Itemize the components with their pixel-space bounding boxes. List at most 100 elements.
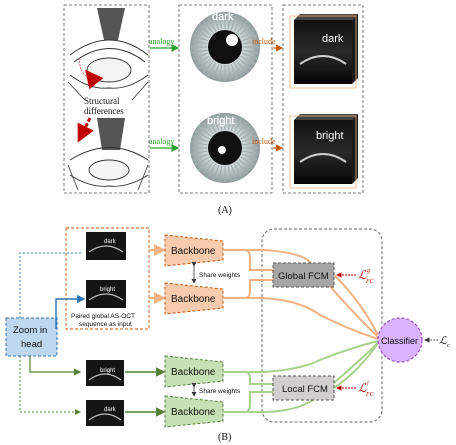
iris-ray xyxy=(241,153,258,161)
iris-ray xyxy=(195,29,210,39)
iris-ray xyxy=(198,24,212,36)
iris-ray xyxy=(207,17,217,32)
loss-c-main: ℒ xyxy=(439,335,448,347)
iris-ray xyxy=(207,62,217,77)
backbone-3-label: Backbone xyxy=(171,367,216,378)
thumb-dark: dark xyxy=(86,232,126,260)
iris-ray xyxy=(240,55,255,65)
thumb-dark-label: dark xyxy=(104,239,117,245)
iris-ray xyxy=(202,20,214,34)
iris-ray xyxy=(241,135,258,143)
oct-dark-label: dark xyxy=(322,33,344,45)
iris-ray xyxy=(240,29,255,39)
analogy-label-bottom: analogy xyxy=(149,137,174,146)
iris-ray xyxy=(227,165,232,182)
iris-ray xyxy=(191,40,208,45)
iris-ray xyxy=(238,24,252,36)
iris-ray xyxy=(202,60,214,74)
iris-ray xyxy=(236,20,248,34)
panel-b: dark bright Paired global AS-OCT sequenc… xyxy=(5,227,450,443)
classifier: Classifier xyxy=(377,317,423,363)
input-caption-2: sequence as input xyxy=(79,321,132,328)
iris-ray xyxy=(195,156,210,166)
include-label-top: include xyxy=(252,37,276,46)
loss-global-main: ℒ xyxy=(358,268,367,282)
iris-ray xyxy=(191,150,208,155)
blue-solid-connector xyxy=(55,294,86,329)
iris-ray xyxy=(238,58,252,70)
iris-ray xyxy=(233,163,243,178)
oct-volume-dark: dark xyxy=(289,14,358,89)
local-thumb-bright: bright xyxy=(86,360,124,386)
global-fcm-label: Global FCM xyxy=(278,271,329,282)
structural-arrow-red xyxy=(85,69,104,90)
iris-ray xyxy=(233,118,243,133)
iris-ray xyxy=(218,165,223,182)
iris-ray xyxy=(227,114,232,131)
iris-ray xyxy=(212,63,220,80)
iris-ray xyxy=(212,14,220,31)
iris-ray xyxy=(192,135,209,143)
loss-global-sub: FC xyxy=(365,279,375,285)
iris-ray xyxy=(241,34,258,42)
iris-ray xyxy=(241,52,258,60)
fcm-region xyxy=(261,228,383,423)
iris-ray xyxy=(240,156,255,166)
local-bright-label: bright xyxy=(100,368,115,374)
iris-ray xyxy=(192,52,209,60)
iris-ray xyxy=(212,164,220,181)
iris-ray xyxy=(202,121,214,135)
backbone-2-label: Backbone xyxy=(171,294,216,305)
zoom-in-head-box xyxy=(5,317,58,357)
iris-ray xyxy=(238,125,252,137)
iris-ray xyxy=(195,55,210,65)
input-caption-1: Paired global AS-OCT xyxy=(71,313,135,320)
anatomy-bottom-sketch xyxy=(67,118,149,191)
loss-c: ℒ c xyxy=(439,335,450,349)
iris-ray xyxy=(242,150,259,155)
iris-ray xyxy=(236,60,248,74)
iris-ray xyxy=(218,114,223,131)
iris-ray xyxy=(236,121,248,135)
local-thumb-dark: dark xyxy=(86,400,124,426)
loss-local-main: ℒ xyxy=(358,381,367,395)
iris-ray xyxy=(236,161,248,175)
thumb-bright: bright xyxy=(86,280,126,308)
iris-ray xyxy=(227,13,232,30)
iris-ray xyxy=(242,141,259,146)
eye-bright: bright xyxy=(190,113,260,183)
oct-bright-label: bright xyxy=(316,130,344,142)
iris-ray xyxy=(202,161,214,175)
iris-ray xyxy=(207,118,217,133)
oct-volume-bright: bright xyxy=(289,114,358,189)
structural-label-1: Structural xyxy=(84,96,120,106)
global-fcm: Global FCM xyxy=(272,262,335,288)
iris-ray xyxy=(230,14,238,31)
iris-ray xyxy=(242,40,259,45)
analogy-label-top: analogy xyxy=(149,37,174,46)
iris-ray xyxy=(233,17,243,32)
backbone-1-label: Backbone xyxy=(171,246,216,257)
loss-global: ℒ g FC xyxy=(358,268,375,285)
orange-flows xyxy=(223,249,379,340)
iris-ray xyxy=(195,130,210,140)
iris-ray xyxy=(230,63,238,80)
loss-local: ℒ l FC xyxy=(358,381,375,398)
share-weights-bottom: Share weights xyxy=(199,388,241,395)
structural-arrow-red-dashed xyxy=(77,117,94,143)
blue-dotted-connector-top xyxy=(19,252,82,318)
include-label-bottom: include xyxy=(252,137,276,146)
share-weights-top: Share weights xyxy=(199,272,241,279)
iris-ray xyxy=(192,34,209,42)
backbone-4-label: Backbone xyxy=(171,407,216,418)
iris-ray xyxy=(233,62,243,77)
iris-ray xyxy=(242,49,259,54)
backbone-3: Backbone xyxy=(164,355,224,388)
green-connector-top xyxy=(29,356,82,376)
local-fcm-label: Local FCM xyxy=(282,384,328,395)
classifier-label: Classifier xyxy=(381,336,418,346)
green-dotted-connector-bottom xyxy=(19,356,81,415)
structural-label-2: differences xyxy=(84,106,124,116)
backbone-1: Backbone xyxy=(164,234,224,267)
